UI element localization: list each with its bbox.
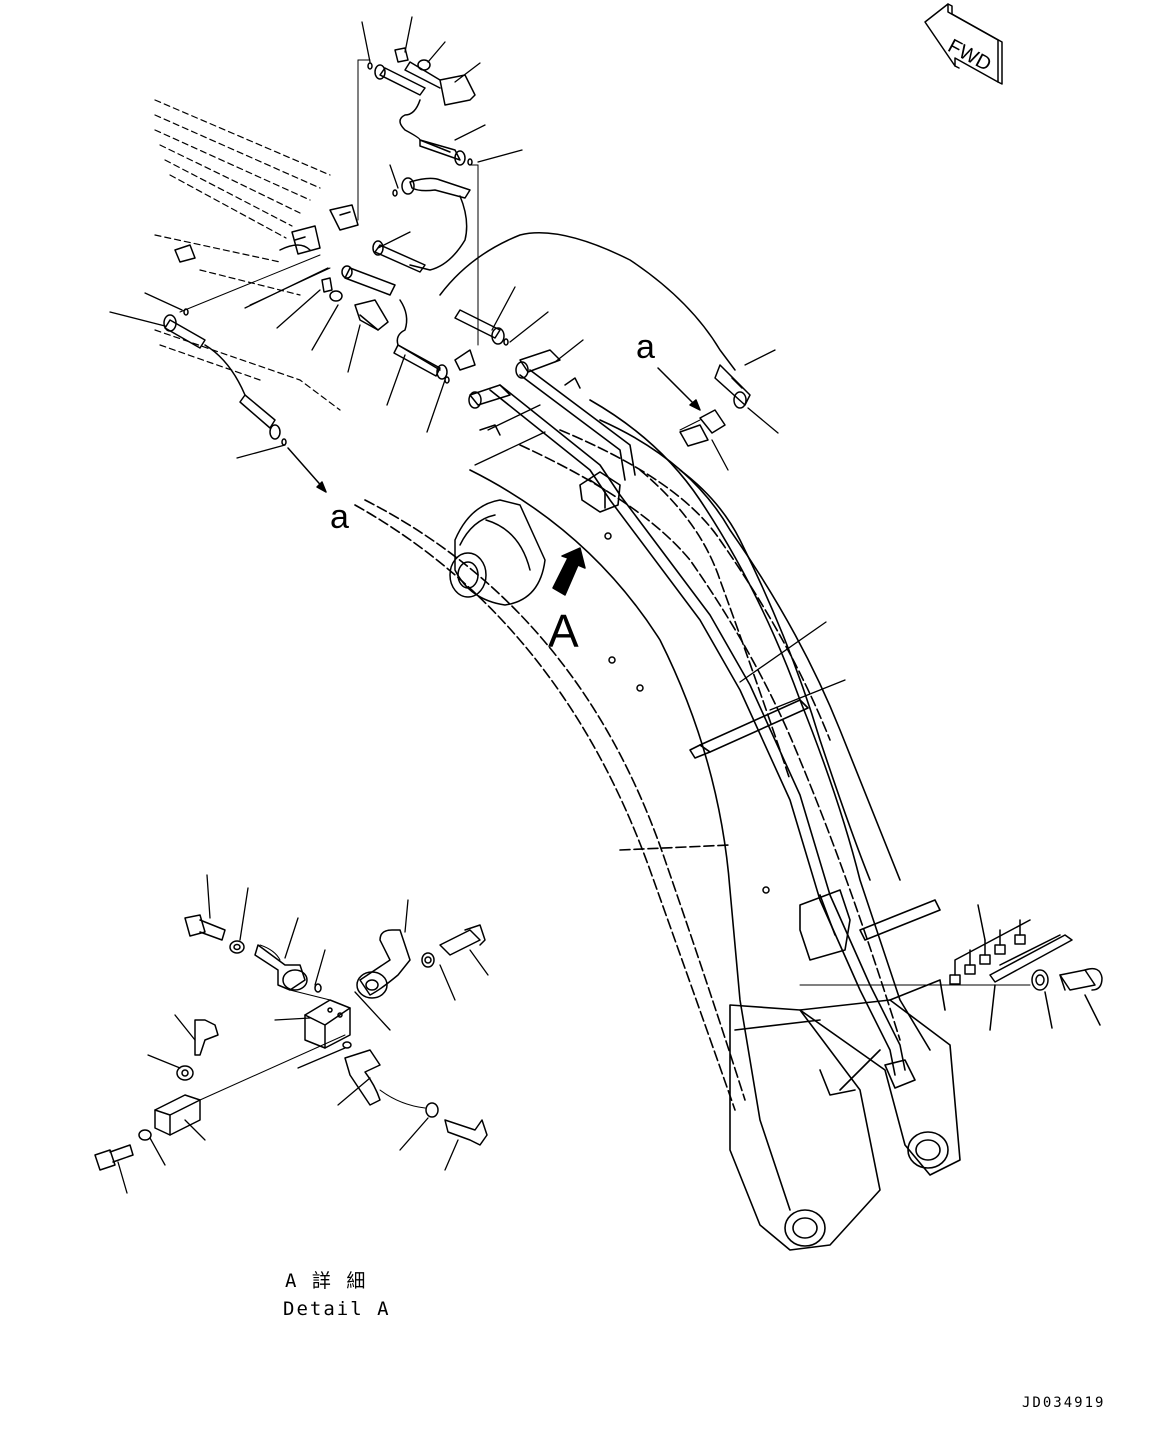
hose-line (439, 232, 751, 447)
detail-a-arrow (552, 547, 586, 596)
detail-a-leaders (117, 874, 489, 1194)
drawing-code: JD034919 (1022, 1395, 1106, 1411)
boom-cylinder-boss (449, 499, 770, 894)
exploded-parts-right (799, 904, 1103, 1031)
view-ref-a-right: a (636, 328, 655, 366)
detail-marker-label: A (548, 605, 579, 657)
view-ref-a-left: a (330, 498, 349, 536)
assembly-lines (179, 59, 701, 431)
detail-title-jp: A 詳 細 (285, 1270, 368, 1292)
boom-body (354, 399, 961, 1251)
exploded-parts-upper (163, 47, 581, 446)
fwd-arrow-symbol (924, 3, 1003, 85)
detail-title-en: Detail A (283, 1298, 391, 1320)
leader-lines-upper (109, 16, 846, 711)
detail-a-parts (94, 914, 488, 1171)
view-arrows (287, 367, 701, 493)
boom-hidden-lines (154, 99, 341, 411)
hydraulic-tubes (489, 369, 941, 1096)
